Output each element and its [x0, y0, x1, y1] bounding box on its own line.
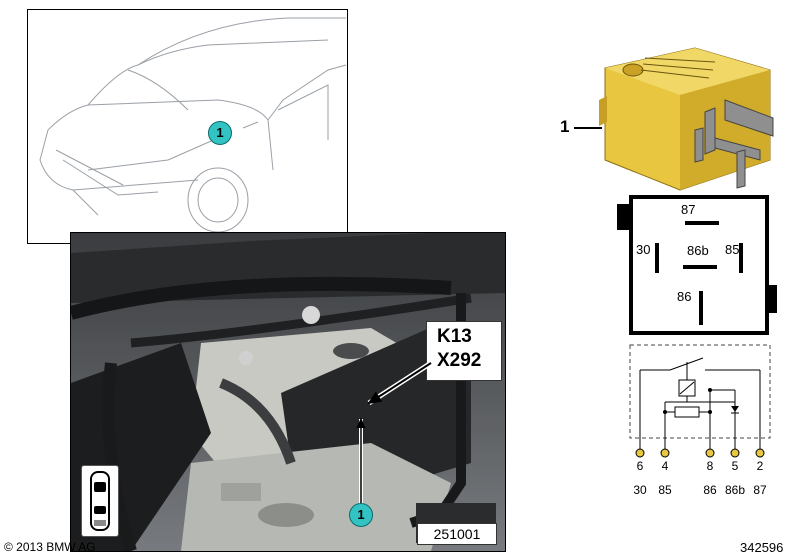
- pin-number: 4: [661, 459, 669, 473]
- socket-latch-left: [617, 204, 629, 230]
- pin-number: 2: [756, 459, 764, 473]
- socket-pin-86b: [683, 265, 717, 269]
- relay-part-image: [599, 47, 774, 191]
- socket-label-30: 30: [636, 242, 651, 257]
- figure-id: 342596: [740, 540, 784, 555]
- copyright-notice: © 2013 BMW AG: [4, 540, 96, 554]
- pin-number: 8: [706, 459, 714, 473]
- terminal-label: 86: [703, 483, 717, 497]
- car-top-view-icon: [90, 471, 110, 531]
- part-callout-number: 1: [560, 117, 570, 136]
- engine-bay-image: [71, 233, 505, 551]
- pin-number: 5: [731, 459, 739, 473]
- relay-wiring-schematic: [629, 344, 771, 458]
- terminal-label: 85: [658, 483, 672, 497]
- socket-layout-box: 87 30 86b 85 86: [629, 195, 769, 335]
- car-position-icon-box: [81, 465, 119, 537]
- component-label-x292: X292: [437, 350, 482, 371]
- leader-arrows: [356, 360, 433, 505]
- overview-callout: 1: [208, 121, 232, 145]
- car-overview-box: 1: [27, 9, 348, 244]
- socket-label-86b: 86b: [687, 243, 709, 258]
- socket-label-85: 85: [725, 242, 740, 257]
- part-callout-line: [574, 127, 602, 129]
- pin-number: 6: [636, 459, 644, 473]
- component-label-box: K13 X292: [426, 321, 502, 381]
- socket-pin-87: [685, 221, 719, 225]
- terminal-label: 87: [753, 483, 767, 497]
- socket-label-86: 86: [677, 289, 692, 304]
- image-number: 251001: [433, 526, 481, 542]
- image-number-box: 251001: [417, 523, 497, 545]
- car-outline-drawing: [39, 17, 347, 233]
- engine-bay-photo: K13 X292 1 251001: [70, 232, 506, 552]
- socket-latch-right: [765, 285, 777, 313]
- socket-pin-85: [739, 243, 743, 273]
- socket-label-87: 87: [681, 202, 696, 217]
- socket-pin-86: [699, 291, 703, 325]
- socket-pin-30: [655, 243, 659, 273]
- component-label-k13: K13: [437, 326, 472, 347]
- terminal-label: 86b: [724, 483, 746, 497]
- photo-callout: 1: [349, 503, 373, 527]
- terminal-label: 30: [633, 483, 647, 497]
